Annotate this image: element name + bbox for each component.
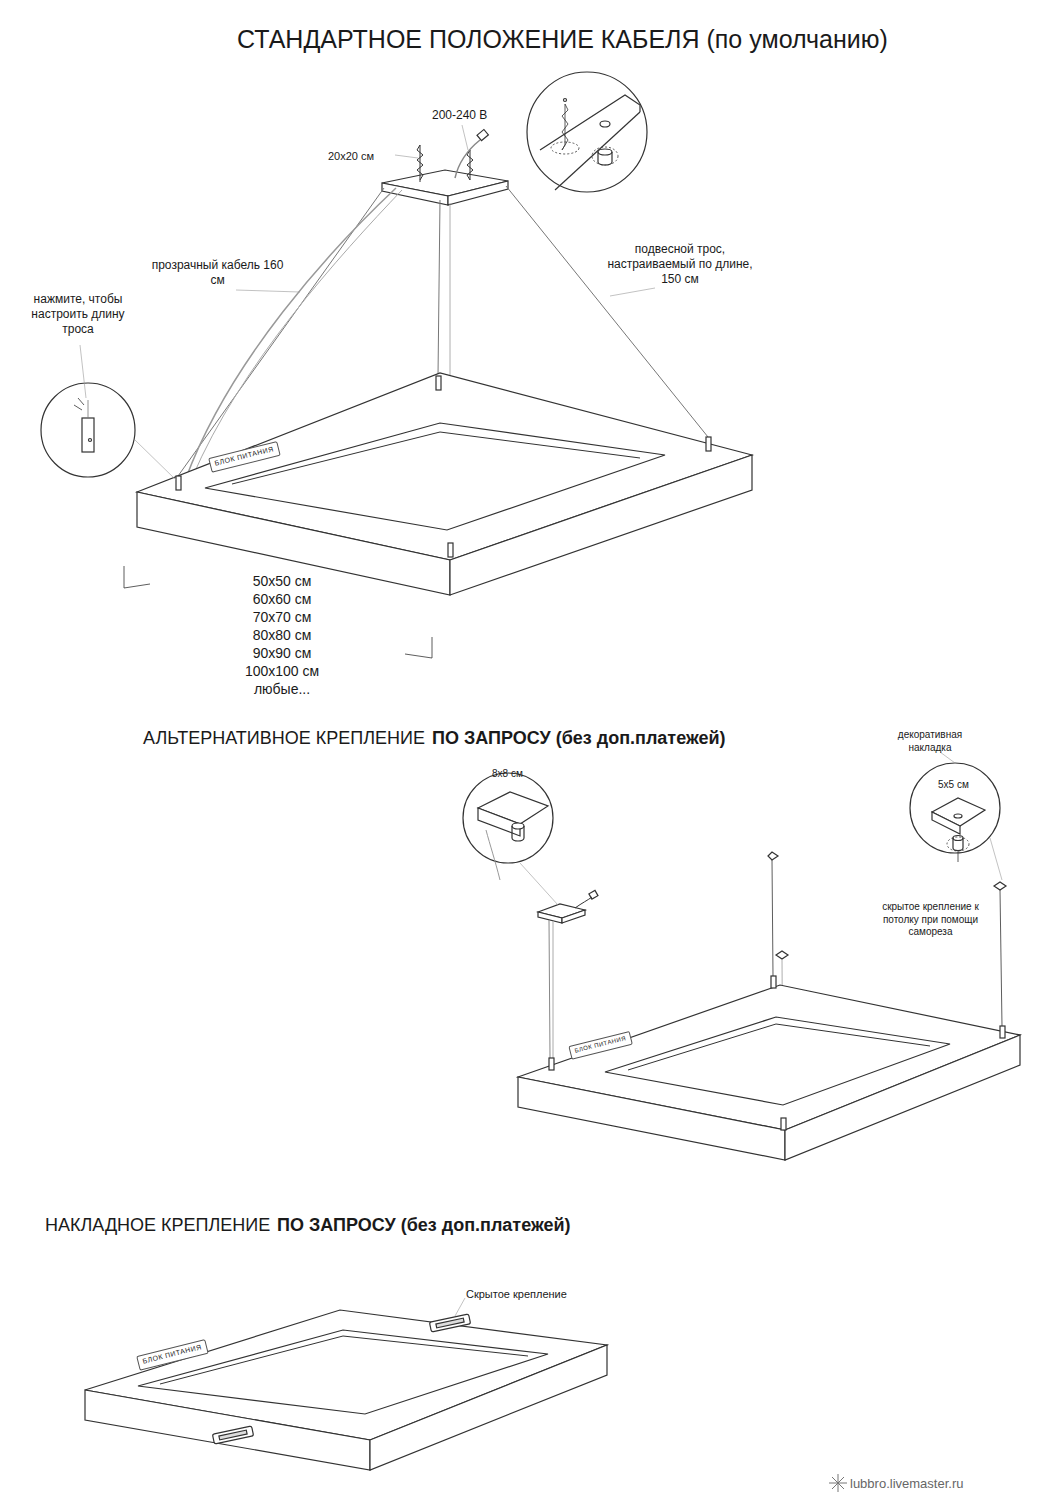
size-option: 90х90 см [222,645,342,663]
part-label: Скрытое крепление [466,1288,567,1302]
size-option: 80х80 см [222,627,342,645]
section-heading: АЛЬТЕРНАТИВНОЕ КРЕПЛЕНИЕ [143,727,425,750]
dimension-label: 8х8 см [492,768,523,781]
section-heading: НАКЛАДНОЕ КРЕПЛЕНИЕ [45,1214,270,1237]
size-option: 50х50 см [222,573,342,591]
cable-label: прозрачный кабель 160 см [150,258,285,288]
note-label: скрытое крепление к потолку при помощи с… [868,901,993,939]
dimension-label: 20х20 см [328,150,374,164]
cable-label: подвесной трос, настраиваемый по длине, … [600,242,760,287]
note-label: нажмите, чтобы настроить длину троса [14,292,142,337]
page-title: СТАНДАРТНОЕ ПОЛОЖЕНИЕ КАБЕЛЯ (по умолчан… [237,24,888,55]
size-option: 70х70 см [222,609,342,627]
watermark: lubbro.livemaster.ru [850,1476,963,1492]
section-heading: ПО ЗАПРОСУ (без доп.платежей) [432,727,726,750]
voltage-label: 200-240 В [432,108,487,123]
part-label: декоративная накладка [890,729,970,754]
dimension-label: 5х5 см [938,779,969,792]
size-option: 60х60 см [222,591,342,609]
size-option: 100х100 см [222,663,342,681]
section-heading: ПО ЗАПРОСУ (без доп.платежей) [277,1214,571,1237]
size-option: любые... [222,681,342,699]
